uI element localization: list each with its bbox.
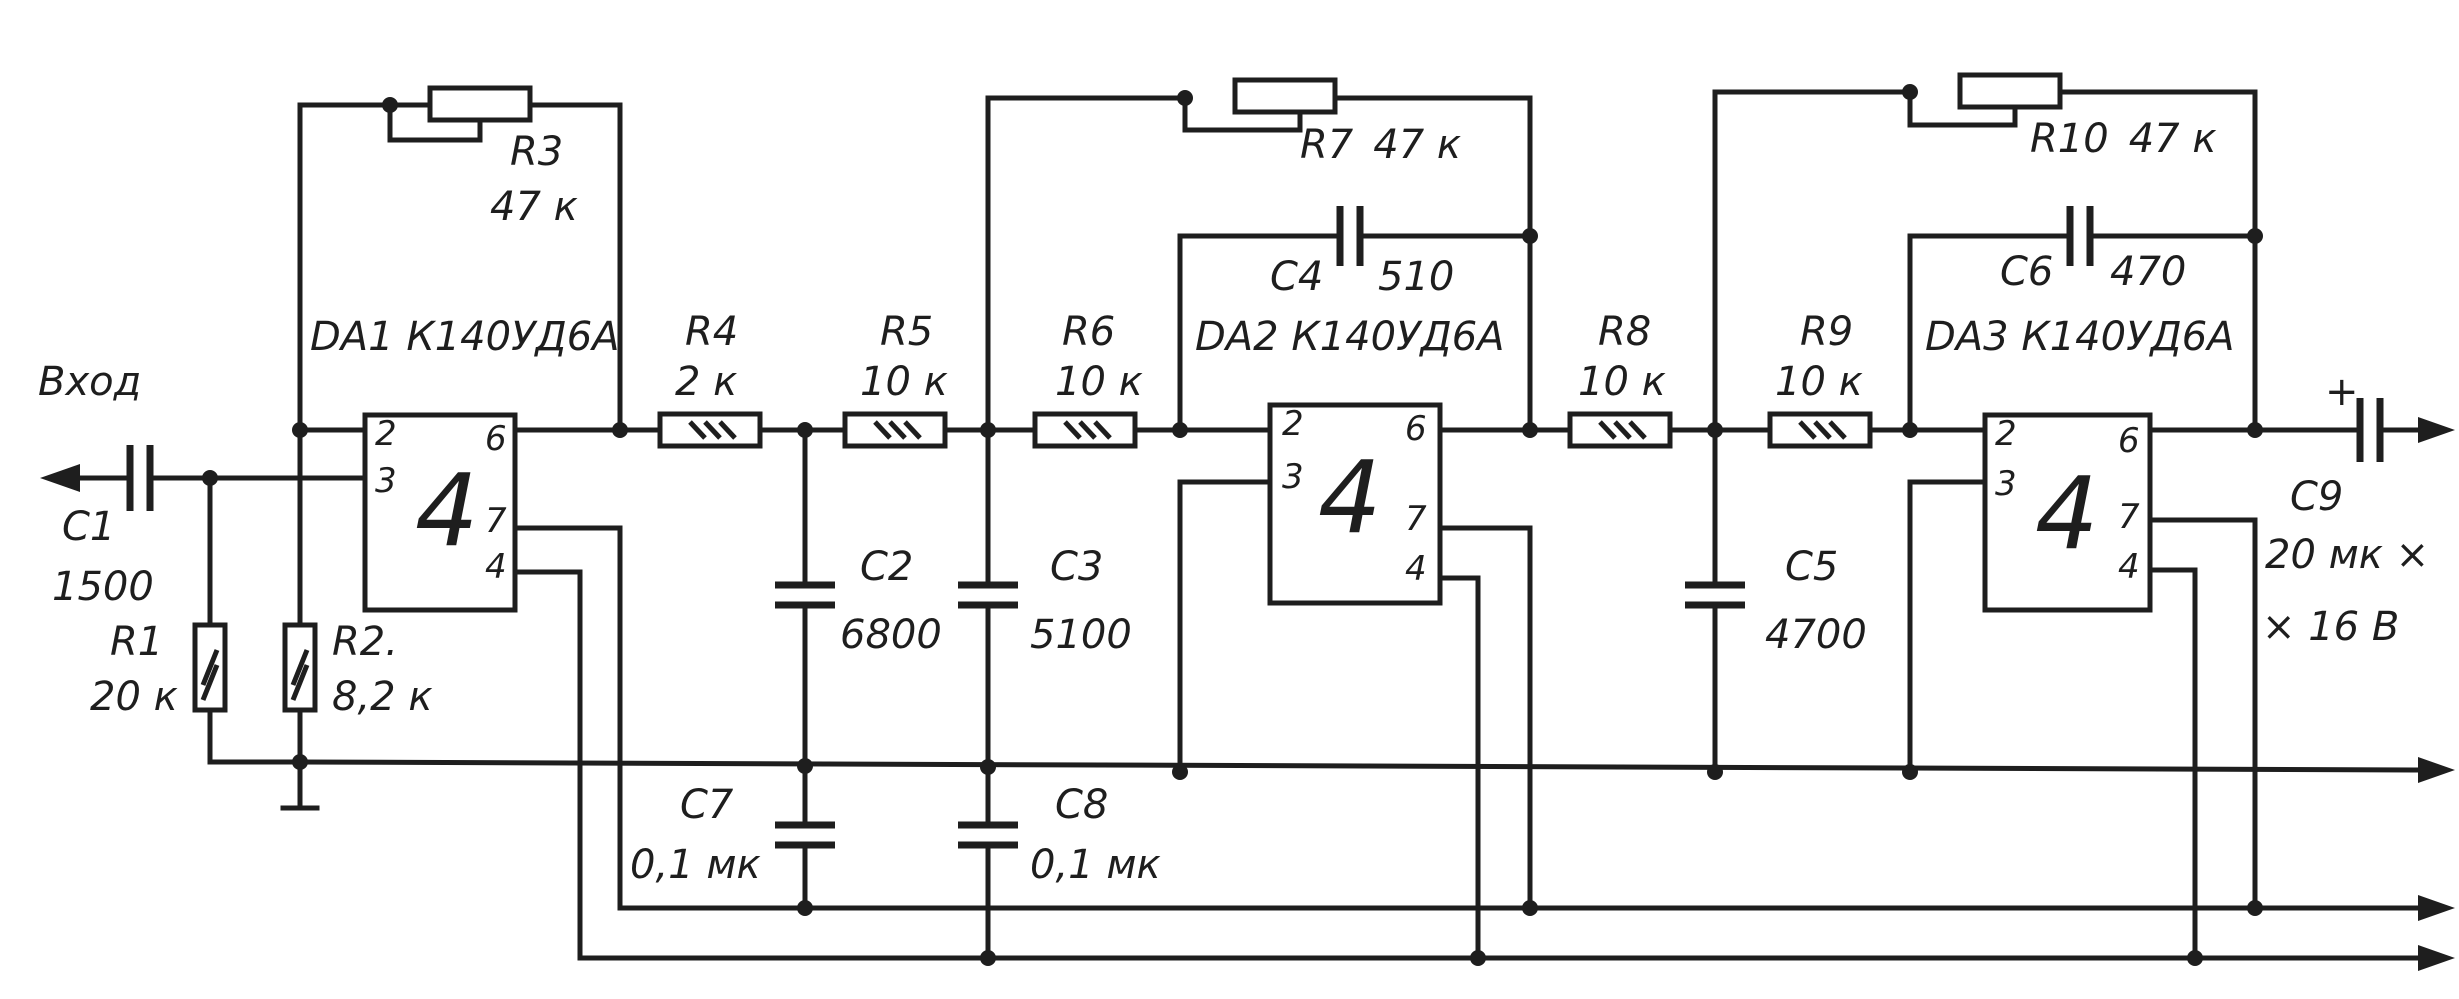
- capacitor-c9: [2356, 398, 2384, 462]
- label-r7: R7 47 к: [1300, 122, 1461, 168]
- label-r10: R10 47 к: [2030, 116, 2216, 162]
- da2-pin: 6: [1405, 409, 1427, 449]
- input-label: Вход: [38, 359, 141, 405]
- label-c9-value2: × 16 В: [2262, 604, 2399, 650]
- input-arrow-icon: [40, 464, 80, 492]
- da3-pin: 6: [2118, 421, 2140, 461]
- label-c1-value: 1500: [52, 564, 154, 610]
- capacitor-c5: [1685, 581, 1745, 609]
- da3-pin: 4: [2118, 547, 2140, 587]
- capacitor-c7: [775, 821, 835, 849]
- label-r5-name: R5: [880, 309, 933, 355]
- label-c8-value: 0,1 мк: [1030, 842, 1161, 888]
- da2-pin: 3: [1282, 457, 1304, 497]
- output-arrow-icon: [2418, 417, 2455, 443]
- capacitor-c4: [1336, 206, 1364, 266]
- resistor-r9: [1767, 411, 1873, 449]
- da1-pin: 7: [485, 501, 507, 541]
- label-r1-name: R1: [110, 619, 163, 665]
- label-c1-name: C1: [62, 504, 115, 550]
- da3-pin: 3: [1995, 464, 2017, 504]
- label-c5-name: C5: [1785, 544, 1838, 590]
- da1-pin: 3: [375, 461, 397, 501]
- label-r10-name: R10: [2030, 116, 2109, 162]
- label-r10-value: 47 к: [2129, 116, 2217, 162]
- da3-pin: 7: [2118, 497, 2140, 537]
- rail-arrow-icon: [2418, 895, 2455, 921]
- label-c5-value: 4700: [1765, 612, 1867, 658]
- label-c2-value: 6800: [840, 612, 942, 658]
- label-c8-name: C8: [1055, 782, 1108, 828]
- label-c4-name: C4: [1270, 254, 1323, 300]
- junctions: [202, 84, 2263, 966]
- label-c7-name: C7: [680, 782, 734, 828]
- da1-pin: 2: [375, 414, 397, 454]
- capacitor-c3: [958, 581, 1018, 609]
- da3-pin: 2: [1995, 414, 2017, 454]
- label-r7-name: R7: [1300, 122, 1354, 168]
- da2-pins: 2 3 6 7 4 4: [1282, 404, 1427, 589]
- da2-pin: 2: [1282, 404, 1304, 444]
- rail-arrow-icon: [2418, 757, 2455, 783]
- label-c6-value: 470: [2110, 249, 2186, 295]
- label-r4-name: R4: [685, 309, 738, 355]
- resistor-r6: [1032, 411, 1138, 449]
- label-r9-name: R9: [1800, 309, 1853, 355]
- label-r6-value: 10 к: [1055, 359, 1143, 405]
- label-r4-value: 2 к: [675, 359, 737, 405]
- label-r6-name: R6: [1062, 309, 1115, 355]
- label-r8-name: R8: [1598, 309, 1651, 355]
- opamp-da3: [1982, 412, 2153, 613]
- label-r2-value: 8,2 к: [332, 674, 433, 720]
- da2-pin: 4: [1405, 549, 1427, 589]
- capacitor-c8: [958, 821, 1018, 849]
- resistor-r2: [282, 622, 318, 713]
- signal-arrows: [40, 417, 2455, 971]
- da1-pins: 2 3 6 7 4 4: [375, 414, 507, 587]
- resistor-r7: [1232, 77, 1338, 115]
- label-c3-value: 5100: [1030, 612, 1132, 658]
- label-r7-value: 47 к: [1373, 122, 1461, 168]
- resistor-r5: [842, 411, 948, 449]
- label-c6-name: C6: [2000, 249, 2053, 295]
- label-r5-value: 10 к: [860, 359, 948, 405]
- opamp-da2: [1267, 402, 1443, 606]
- da3-number: 4: [2035, 455, 2099, 572]
- label-c7-value: 0,1 мк: [630, 842, 761, 888]
- label-da3: DA3 К140УД6А: [1925, 314, 2235, 360]
- label-c2-name: C2: [860, 544, 913, 590]
- label-r8-value: 10 к: [1578, 359, 1666, 405]
- rail-arrow-icon: [2418, 945, 2455, 971]
- da1-pin: 4: [485, 547, 507, 587]
- label-da2: DA2 К140УД6А: [1195, 314, 1505, 360]
- resistor-r1: [192, 622, 228, 713]
- capacitor-c6: [2066, 206, 2094, 266]
- label-c9-polarity: +: [2325, 369, 2359, 415]
- label-c9-value: 20 мк ×: [2265, 532, 2429, 578]
- opamp-da1: [362, 412, 518, 613]
- label-r3-name: R3: [510, 129, 563, 175]
- resistor-r3: [427, 85, 533, 123]
- label-c9-name: C9: [2290, 474, 2343, 520]
- capacitor-c2: [775, 581, 835, 609]
- label-r1-value: 20 к: [90, 674, 178, 720]
- resistor-r10: [1957, 72, 2063, 110]
- da1-pin: 6: [485, 419, 507, 459]
- label-c4-value: 510: [1378, 254, 1454, 300]
- label-r3-value: 47 к: [490, 184, 578, 230]
- label-c3-name: C3: [1050, 544, 1103, 590]
- label-r2-name: R2.: [332, 619, 398, 665]
- capacitor-c1: [126, 445, 154, 511]
- label-da1: DA1 К140УД6А: [310, 314, 620, 360]
- resistor-r8: [1567, 411, 1673, 449]
- da1-number: 4: [415, 452, 479, 569]
- da2-pin: 7: [1405, 499, 1427, 539]
- resistor-r4: [657, 411, 763, 449]
- da3-pins: 2 3 6 7 4 4: [1995, 414, 2140, 587]
- da2-number: 4: [1318, 439, 1382, 556]
- label-r9-value: 10 к: [1775, 359, 1863, 405]
